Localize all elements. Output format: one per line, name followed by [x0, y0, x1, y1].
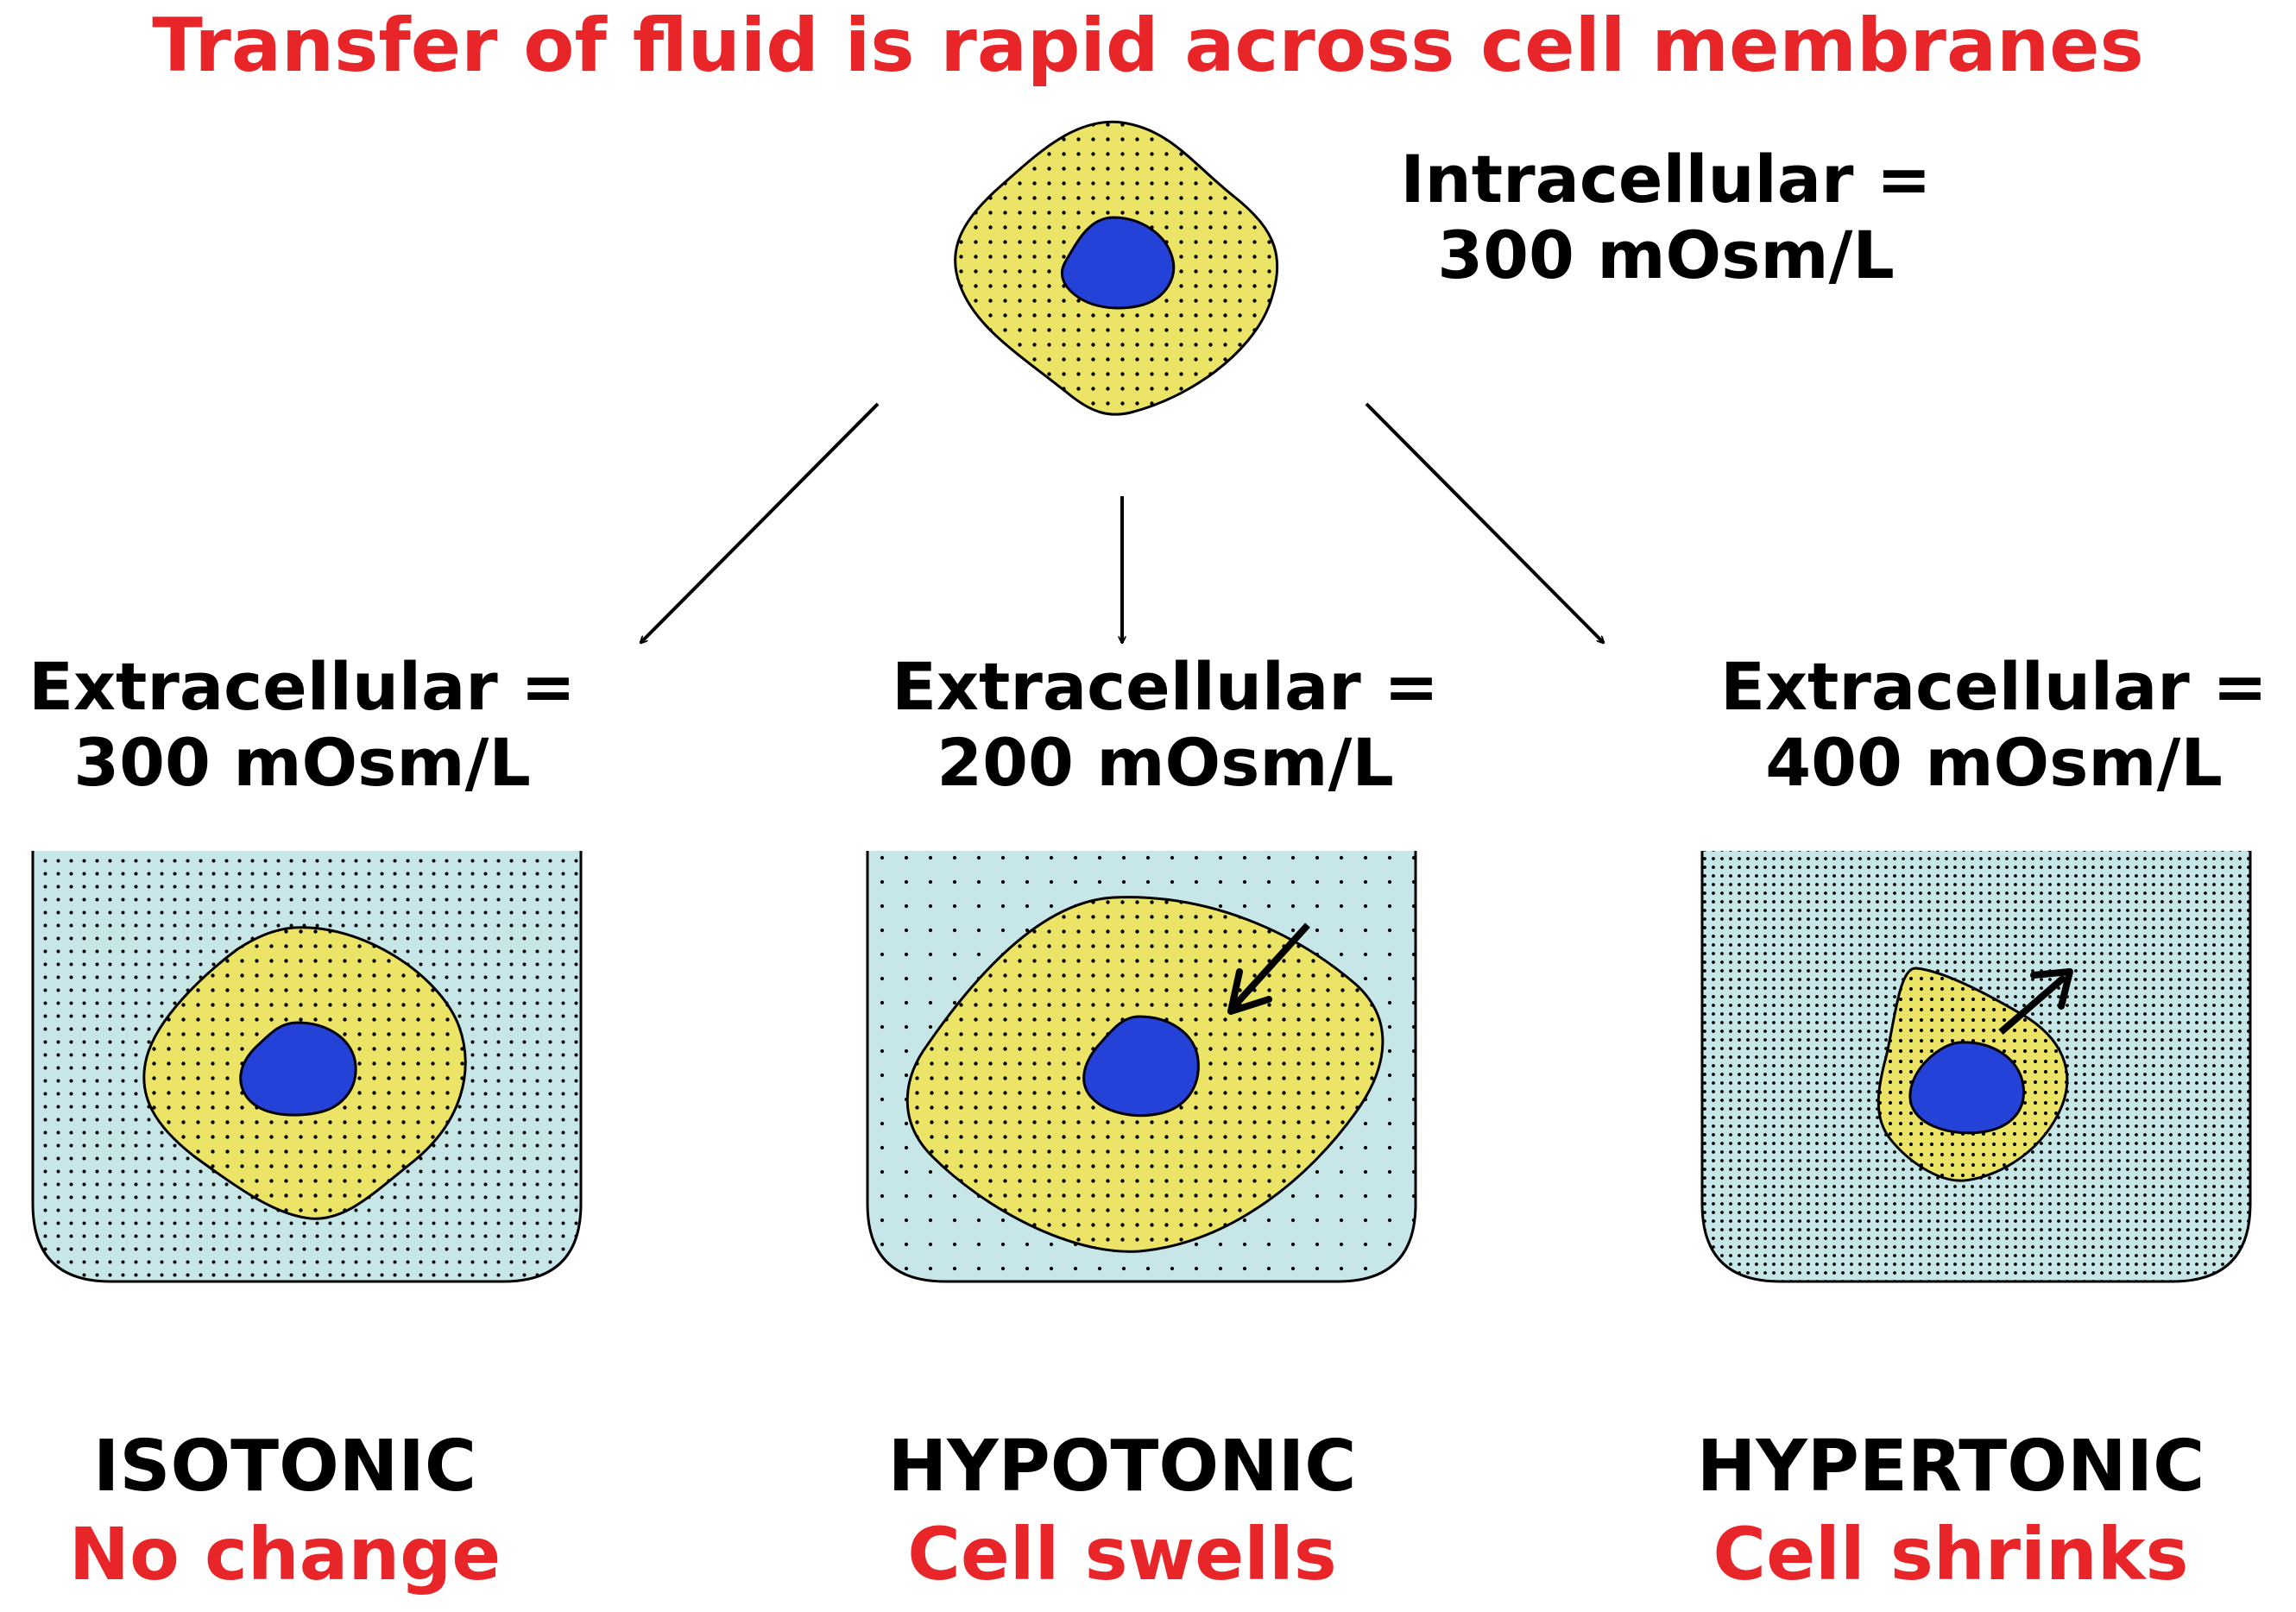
water-inflow-arrowhead: [1227, 968, 1272, 1015]
water-outflow-arrowhead: [2030, 968, 2073, 1010]
diagram-title: Transfer of fluid is rapid across cell m…: [152, 3, 2144, 89]
isotonic-nucleus: [239, 1021, 357, 1117]
arrow-to-isotonic: [640, 402, 880, 643]
isotonic-beaker: [31, 851, 583, 1283]
water-inflow-arrow: [1230, 922, 1310, 1011]
hypotonic-beaker-outline: [866, 851, 1417, 1283]
hypotonic-extracellular-label: Extracellular = 200 mOsm/L: [872, 649, 1459, 801]
hypotonic-effect: Cell swells: [907, 1512, 1337, 1596]
intracellular-label-line1: Intracellular =: [1400, 141, 1932, 217]
reference-nucleus: [1061, 216, 1176, 310]
isotonic-label: ISOTONIC: [92, 1426, 477, 1508]
hypertonic-effect: Cell shrinks: [1713, 1512, 2189, 1596]
isotonic-effect: No change: [68, 1512, 501, 1596]
hypertonic-nucleus: [1908, 1041, 2025, 1135]
water-outflow-arrow: [1998, 973, 2067, 1036]
intracellular-label-line2: 300 mOsm/L: [1437, 217, 1895, 293]
hypertonic-beaker: [1700, 851, 2252, 1283]
reference-cell: [954, 120, 1279, 416]
isotonic-extracellular-line2: 300 mOsm/L: [73, 724, 531, 801]
hypertonic-extracellular-line2: 400 mOsm/L: [1765, 724, 2223, 801]
hypertonic-beaker-outline: [1700, 851, 2252, 1283]
arrow-to-hypertonic: [1365, 402, 1604, 643]
hypertonic-extracellular-line1: Extracellular =: [1720, 648, 2268, 725]
isotonic-extracellular-label: Extracellular = 300 mOsm/L: [9, 649, 596, 801]
isotonic-extracellular-line1: Extracellular =: [28, 648, 576, 725]
isotonic-beaker-outline: [31, 851, 583, 1283]
hypertonic-extracellular-label: Extracellular = 400 mOsm/L: [1700, 649, 2287, 801]
hypotonic-extracellular-line1: Extracellular =: [892, 648, 1439, 725]
hypotonic-label: HYPOTONIC: [887, 1426, 1357, 1508]
hypotonic-beaker: [866, 851, 1417, 1283]
hypotonic-extracellular-line2: 200 mOsm/L: [937, 724, 1394, 801]
hypotonic-nucleus: [1082, 1015, 1200, 1118]
intracellular-label: Intracellular = 300 mOsm/L: [1381, 142, 1951, 293]
hypertonic-label: HYPERTONIC: [1696, 1426, 2205, 1508]
